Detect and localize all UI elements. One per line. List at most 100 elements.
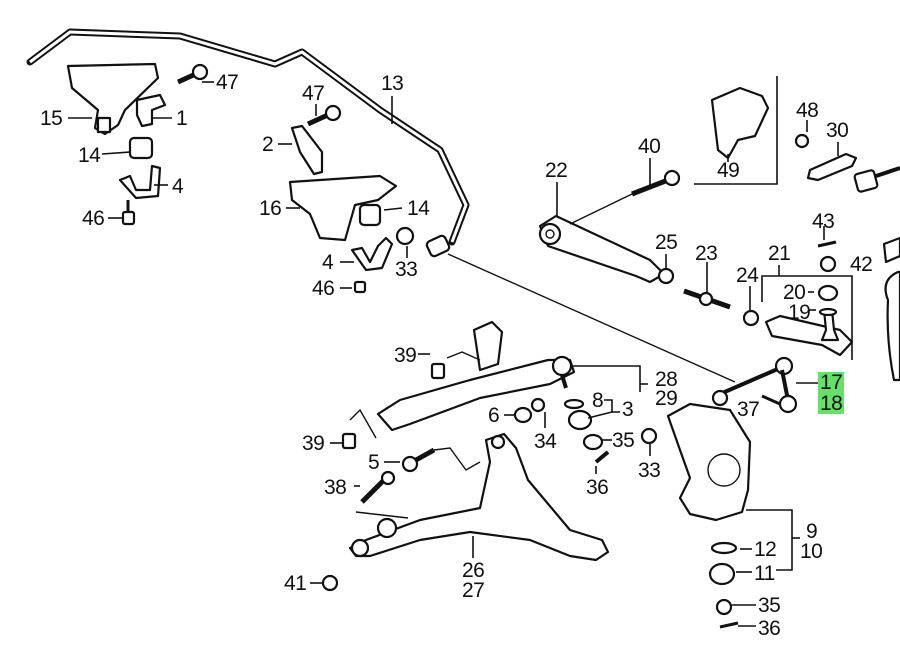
callout-24[interactable]: 24 (736, 264, 759, 287)
boot-3[interactable] (567, 409, 593, 431)
callout-16[interactable]: 16 (259, 197, 282, 220)
nut-37[interactable] (711, 389, 729, 407)
callout-49[interactable]: 49 (717, 159, 740, 182)
bushing-6[interactable] (513, 406, 533, 424)
callout-36-bottom[interactable]: 36 (758, 617, 781, 640)
callout-15[interactable]: 15 (40, 107, 63, 130)
callout-17-highlighted[interactable]: 17 (818, 371, 845, 394)
callout-4[interactable]: 4 (172, 175, 184, 198)
callout-47[interactable]: 47 (216, 71, 239, 94)
callout-12[interactable]: 12 (754, 538, 777, 561)
nut-35-bottom[interactable] (715, 598, 733, 616)
callout-40[interactable]: 40 (638, 135, 661, 158)
callout-9[interactable]: 9 (806, 520, 818, 543)
arm-21[interactable] (764, 314, 854, 357)
link-22[interactable] (538, 214, 666, 284)
callout-23[interactable]: 23 (695, 242, 718, 265)
callout-41[interactable]: 41 (284, 572, 307, 595)
callout-35[interactable]: 35 (612, 429, 635, 452)
boot-11[interactable] (708, 562, 736, 586)
bracket-49[interactable] (710, 86, 770, 160)
bolt-46[interactable] (121, 200, 136, 226)
callout-39-top[interactable]: 39 (394, 344, 417, 367)
callout-8[interactable]: 8 (592, 389, 604, 412)
knuckle-9-10[interactable] (666, 402, 752, 522)
bracket-16[interactable] (288, 174, 398, 242)
nut-34[interactable] (530, 397, 546, 413)
connector[interactable] (853, 166, 900, 193)
callout-1[interactable]: 1 (176, 107, 188, 130)
callout-35-bottom[interactable]: 35 (758, 594, 781, 617)
washer-8[interactable] (563, 398, 585, 410)
bolt-47-mid[interactable] (306, 104, 342, 127)
pin-43[interactable] (817, 240, 837, 248)
callout-42[interactable]: 42 (850, 253, 873, 276)
stud-23[interactable] (683, 288, 731, 310)
bolt-48[interactable] (794, 133, 810, 149)
callout-2[interactable]: 2 (262, 133, 274, 156)
bushing-14-mid[interactable] (358, 203, 382, 227)
hose-bracket[interactable] (882, 236, 900, 264)
clamp-4-mid[interactable] (350, 236, 394, 272)
callout-3[interactable]: 3 (622, 398, 634, 421)
callout-27[interactable]: 27 (462, 579, 485, 602)
clamp-4[interactable] (118, 164, 162, 200)
nut-42[interactable] (819, 255, 837, 273)
callout-6[interactable]: 6 (488, 404, 500, 427)
bracket-15[interactable] (66, 62, 160, 136)
callout-4-mid[interactable]: 4 (322, 251, 334, 274)
callout-46[interactable]: 46 (82, 207, 105, 230)
sensor-30[interactable] (806, 152, 858, 182)
callout-21[interactable]: 21 (768, 242, 791, 265)
link-17-18[interactable] (719, 356, 798, 414)
nut-33-mid[interactable] (640, 427, 658, 445)
callout-33-mid[interactable]: 33 (638, 459, 661, 482)
nut-25[interactable] (657, 267, 675, 285)
bolt-39-bottom[interactable] (341, 432, 357, 450)
callout-38[interactable]: 38 (324, 476, 347, 499)
callout-34[interactable]: 34 (534, 430, 557, 453)
callout-37[interactable]: 37 (737, 398, 760, 421)
lower-arm-26-27[interactable] (348, 432, 610, 562)
callout-36[interactable]: 36 (586, 476, 609, 499)
bolt-39-top[interactable] (430, 362, 446, 380)
callout-46-mid[interactable]: 46 (312, 277, 335, 300)
callout-11[interactable]: 11 (754, 562, 775, 585)
callout-14[interactable]: 14 (78, 144, 101, 167)
callout-18-highlighted[interactable]: 18 (818, 392, 845, 415)
bolt-5[interactable] (401, 447, 436, 473)
callout-30[interactable]: 30 (826, 119, 849, 142)
callout-39-bottom[interactable]: 39 (302, 432, 325, 455)
clip-19[interactable] (818, 307, 838, 317)
boot-20[interactable] (817, 284, 839, 302)
nut-35[interactable] (582, 433, 604, 451)
nut-41[interactable] (321, 574, 339, 592)
callout-13[interactable]: 13 (381, 72, 404, 95)
pin-36-bottom[interactable] (719, 621, 739, 629)
callout-47-mid[interactable]: 47 (302, 82, 325, 105)
callout-20[interactable]: 20 (783, 281, 806, 304)
bracket-1[interactable] (135, 93, 167, 128)
callout-48[interactable]: 48 (796, 99, 819, 122)
upper-arm-28-29[interactable] (376, 320, 576, 432)
bolt-46-mid[interactable] (353, 280, 367, 294)
bolt-38[interactable] (360, 470, 396, 504)
callout-19[interactable]: 19 (788, 301, 811, 324)
callout-10[interactable]: 10 (800, 540, 823, 563)
callout-33[interactable]: 33 (395, 258, 418, 281)
callout-43[interactable]: 43 (812, 210, 835, 233)
hose[interactable] (884, 270, 900, 382)
nut-24[interactable] (742, 309, 760, 327)
nut-33[interactable] (395, 226, 415, 246)
callout-25[interactable]: 25 (655, 231, 678, 254)
bolt-40[interactable] (631, 169, 681, 197)
callout-14-mid[interactable]: 14 (407, 197, 430, 220)
pin-36[interactable] (594, 450, 610, 464)
ring-12[interactable] (710, 541, 738, 555)
callout-22[interactable]: 22 (545, 159, 568, 182)
callout-26[interactable]: 26 (462, 559, 485, 582)
callout-5[interactable]: 5 (368, 451, 380, 474)
callout-28[interactable]: 28 (655, 368, 678, 391)
bushing-14[interactable] (128, 136, 154, 160)
callout-29[interactable]: 29 (655, 387, 678, 410)
